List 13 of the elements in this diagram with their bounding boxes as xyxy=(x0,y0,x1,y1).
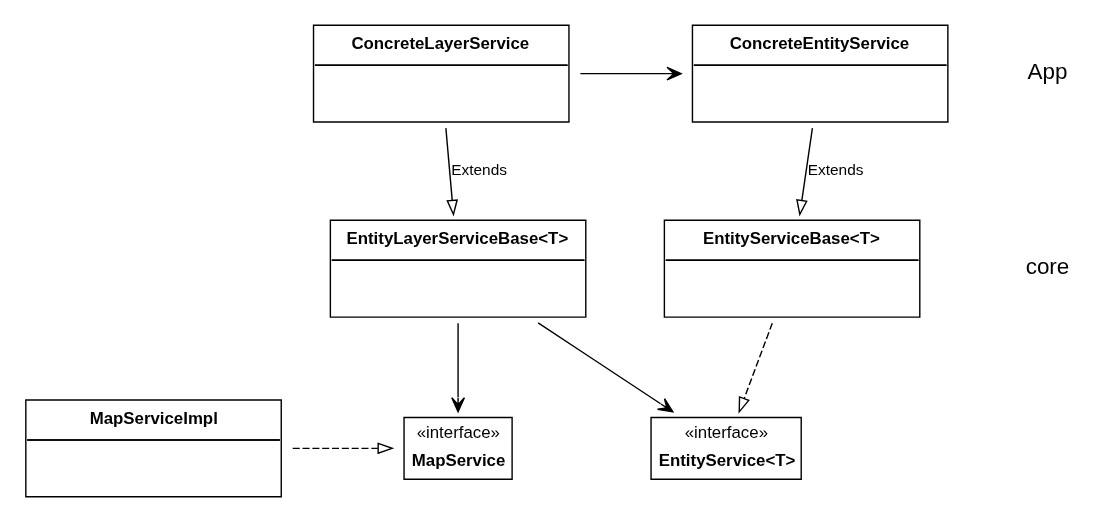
node-box: «interface» EntityService<T> xyxy=(650,416,802,480)
arrow xyxy=(451,322,466,413)
arrow xyxy=(738,322,773,414)
arrow xyxy=(796,127,814,217)
edge-label: Extends xyxy=(807,161,864,179)
arrow xyxy=(537,322,674,413)
edge-label: Extends xyxy=(451,161,507,179)
arrow xyxy=(579,66,682,81)
label: App xyxy=(1027,58,1068,84)
label: core xyxy=(1025,254,1070,280)
arrow xyxy=(292,442,395,455)
arrow xyxy=(445,127,459,217)
node-box: «interface» MapService xyxy=(403,416,513,480)
